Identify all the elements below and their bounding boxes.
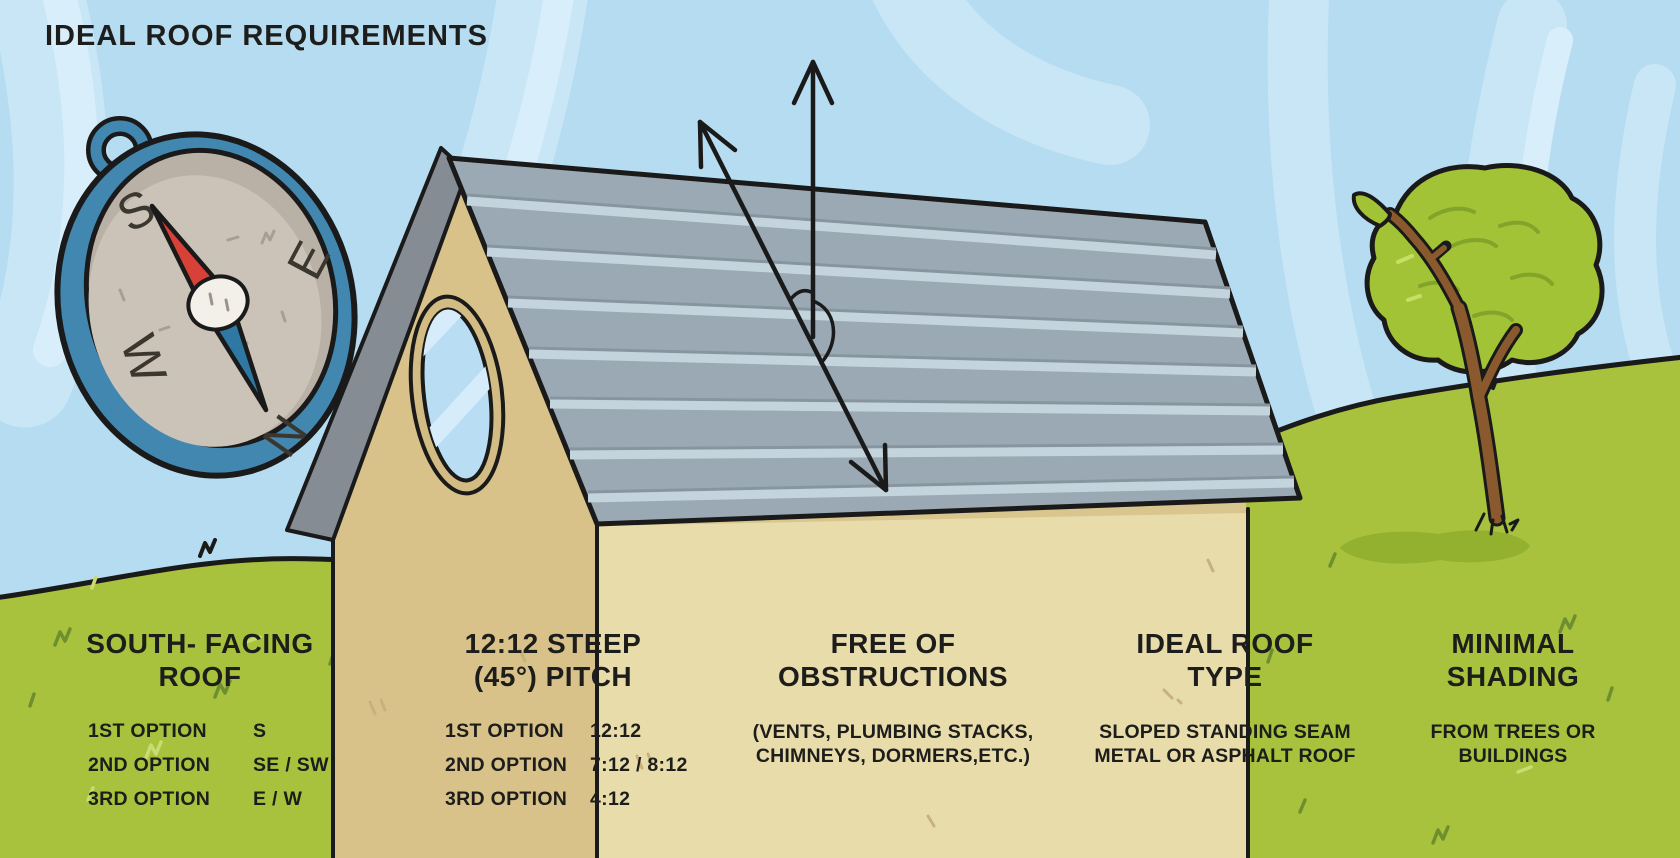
option-label: 2ND OPTION bbox=[445, 754, 568, 776]
note-line: CHIMNEYS, DORMERS,ETC.) bbox=[755, 745, 1031, 767]
column-note-ideal-roof-type: SLOPED STANDING SEAM METAL OR ASPHALT RO… bbox=[1080, 720, 1370, 768]
column-heading-free-of-obstructions: FREE OF OBSTRUCTIONS bbox=[738, 627, 1048, 693]
diagonal-arrow bbox=[697, 119, 889, 493]
page-title: IDEAL ROOF REQUIREMENTS bbox=[45, 20, 488, 52]
option-row: 3RD OPTION 4:12 bbox=[445, 788, 688, 811]
column-note-minimal-shading: FROM TREES OR BUILDINGS bbox=[1368, 720, 1658, 768]
compass: S E W N bbox=[54, 116, 358, 479]
note-line: METAL OR ASPHALT ROOF bbox=[1094, 745, 1356, 767]
angle-arc-large bbox=[811, 299, 836, 365]
option-value: S bbox=[253, 720, 267, 742]
tree-leaf bbox=[1351, 191, 1392, 228]
tree-trunk bbox=[1383, 207, 1523, 536]
heading-line: (45°) PITCH bbox=[473, 661, 633, 692]
column-note-free-of-obstructions: (VENTS, PLUMBING STACKS, CHIMNEYS, DORME… bbox=[738, 720, 1048, 768]
roof bbox=[446, 155, 1303, 527]
pitch-angle-arrows bbox=[697, 59, 889, 493]
heading-line: SOUTH- FACING bbox=[86, 628, 314, 659]
tree-shadow bbox=[1340, 530, 1530, 564]
option-value: 4:12 bbox=[590, 788, 631, 810]
roof-standing-seams bbox=[466, 193, 1295, 503]
option-row: 1ST OPTION 12:12 bbox=[445, 720, 688, 743]
note-line: FROM TREES OR bbox=[1430, 721, 1596, 743]
house bbox=[285, 146, 1303, 858]
heading-line: FREE OF bbox=[830, 628, 956, 659]
round-window bbox=[408, 294, 506, 496]
compass-needle bbox=[149, 203, 269, 413]
option-label: 1ST OPTION bbox=[445, 720, 564, 742]
option-label: 2ND OPTION bbox=[88, 754, 211, 776]
option-value: E / W bbox=[253, 788, 303, 810]
options-steep-pitch: 1ST OPTION 12:12 2ND OPTION 7:12 / 8:12 … bbox=[445, 720, 688, 822]
note-line: BUILDINGS bbox=[1458, 745, 1568, 767]
options-south-facing-roof: 1ST OPTION S 2ND OPTION SE / SW 3RD OPTI… bbox=[88, 720, 329, 822]
hill-left bbox=[0, 538, 351, 858]
heading-line: 12:12 STEEP bbox=[464, 628, 642, 659]
wall-texture bbox=[368, 558, 1215, 828]
option-value: SE / SW bbox=[253, 754, 329, 776]
option-row: 2ND OPTION 7:12 / 8:12 bbox=[445, 754, 688, 777]
column-heading-ideal-roof-type: IDEAL ROOF TYPE bbox=[1080, 627, 1370, 693]
option-label: 3RD OPTION bbox=[445, 788, 568, 810]
heading-line: SHADING bbox=[1446, 661, 1580, 692]
option-row: 2ND OPTION SE / SW bbox=[88, 754, 329, 777]
house-side-wall bbox=[333, 185, 597, 858]
tree bbox=[1340, 163, 1605, 564]
note-line: (VENTS, PLUMBING STACKS, bbox=[752, 721, 1034, 743]
tree-canopy bbox=[1364, 163, 1605, 375]
hill-right bbox=[1237, 354, 1680, 858]
note-line: SLOPED STANDING SEAM bbox=[1099, 721, 1351, 743]
heading-line: MINIMAL bbox=[1451, 628, 1575, 659]
column-heading-south-facing-roof: SOUTH- FACING ROOF bbox=[50, 627, 350, 693]
grass-tufts bbox=[28, 552, 1614, 845]
option-label: 3RD OPTION bbox=[88, 788, 211, 810]
option-row: 1ST OPTION S bbox=[88, 720, 329, 743]
option-label: 1ST OPTION bbox=[88, 720, 207, 742]
column-heading-steep-pitch: 12:12 STEEP (45°) PITCH bbox=[413, 627, 693, 693]
column-heading-minimal-shading: MINIMAL SHADING bbox=[1368, 627, 1658, 693]
heading-line: TYPE bbox=[1187, 661, 1263, 692]
option-row: 3RD OPTION E / W bbox=[88, 788, 329, 811]
heading-line: ROOF bbox=[158, 661, 242, 692]
angle-arc-small bbox=[788, 288, 815, 302]
house-front-wall bbox=[597, 509, 1248, 858]
heading-line: OBSTRUCTIONS bbox=[778, 661, 1008, 692]
heading-line: IDEAL ROOF bbox=[1136, 628, 1314, 659]
option-value: 12:12 bbox=[590, 720, 642, 742]
option-value: 7:12 / 8:12 bbox=[590, 754, 688, 776]
needle-pivot bbox=[186, 274, 250, 332]
